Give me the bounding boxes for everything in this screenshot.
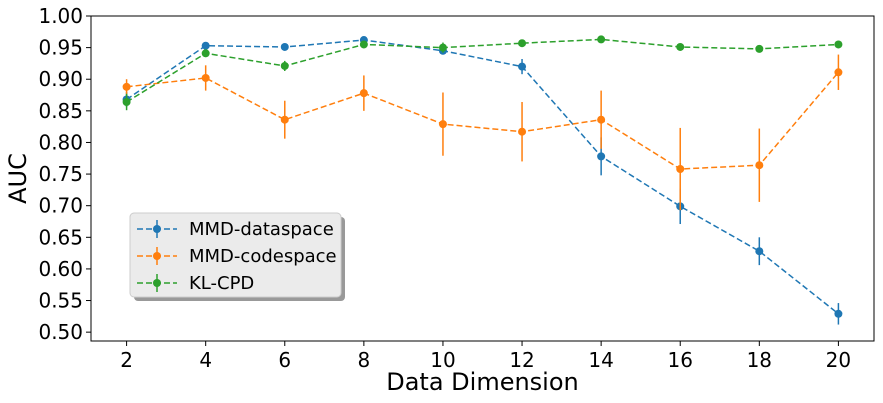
x-tick-label: 4	[199, 348, 212, 372]
data-point	[755, 247, 764, 256]
data-point	[518, 62, 527, 71]
legend-label: MMD-dataspace	[189, 219, 334, 240]
y-tick-label: 0.50	[38, 320, 83, 344]
data-point	[676, 42, 685, 51]
y-tick-label: 0.90	[38, 67, 83, 91]
y-tick-label: 0.75	[38, 162, 83, 186]
data-point	[834, 40, 843, 49]
series-line	[126, 71, 839, 170]
legend-marker	[153, 252, 161, 260]
x-tick-label: 14	[588, 348, 613, 372]
data-point	[280, 42, 289, 51]
data-point	[755, 44, 764, 53]
data-point	[518, 39, 527, 48]
y-tick-label: 0.95	[38, 36, 83, 60]
data-point	[122, 97, 131, 106]
series-line	[126, 39, 839, 315]
plot-frame	[90, 15, 875, 342]
data-point	[755, 161, 764, 170]
data-point	[201, 41, 210, 50]
y-tick-label: 1.00	[38, 4, 83, 28]
data-point	[280, 115, 289, 124]
data-point	[597, 152, 606, 161]
y-axis-label: AUC	[4, 153, 32, 204]
data-point	[201, 73, 210, 82]
y-tick-label: 0.80	[38, 130, 83, 154]
x-axis-ticks: 2 4 6 8 10 12 14 16 18 20	[120, 341, 851, 372]
x-tick-label: 18	[747, 348, 772, 372]
data-point	[438, 120, 447, 129]
y-tick-label: 0.85	[38, 99, 83, 123]
x-tick-label: 6	[278, 348, 291, 372]
data-point	[834, 309, 843, 318]
x-tick-label: 10	[430, 348, 455, 372]
legend-marker	[153, 225, 161, 233]
legend-marker	[153, 279, 161, 287]
legend-box	[129, 212, 342, 298]
x-tick-label: 16	[668, 348, 693, 372]
data-point	[438, 43, 447, 52]
y-tick-label: 0.55	[38, 289, 83, 313]
data-point	[280, 61, 289, 70]
y-axis-ticks: 0.50 0.55 0.60 0.65 0.70 0.75 0.80 0.85 0.90 0.95…	[38, 4, 91, 344]
series-1	[122, 54, 843, 211]
data-point	[359, 40, 368, 49]
series-0	[122, 36, 843, 325]
legend-label: MMD-codespace	[189, 246, 337, 267]
data-point	[676, 165, 685, 174]
x-tick-label: 20	[826, 348, 851, 372]
y-tick-label: 0.65	[38, 225, 83, 249]
series-2	[122, 35, 843, 111]
x-tick-label: 8	[357, 348, 370, 372]
data-point	[201, 49, 210, 58]
x-axis-label: Data Dimension	[386, 368, 579, 396]
data-point	[518, 127, 527, 136]
series-line	[126, 38, 839, 103]
series-layer	[122, 35, 843, 325]
y-tick-label: 0.60	[38, 257, 83, 281]
y-tick-label: 0.70	[38, 194, 83, 218]
legend-label: KL-CPD	[189, 273, 254, 294]
data-point	[834, 68, 843, 77]
x-tick-label: 2	[120, 348, 133, 372]
data-point	[359, 89, 368, 98]
data-point	[597, 35, 606, 44]
data-point	[122, 82, 131, 91]
data-point	[597, 115, 606, 124]
x-tick-label: 12	[509, 348, 534, 372]
